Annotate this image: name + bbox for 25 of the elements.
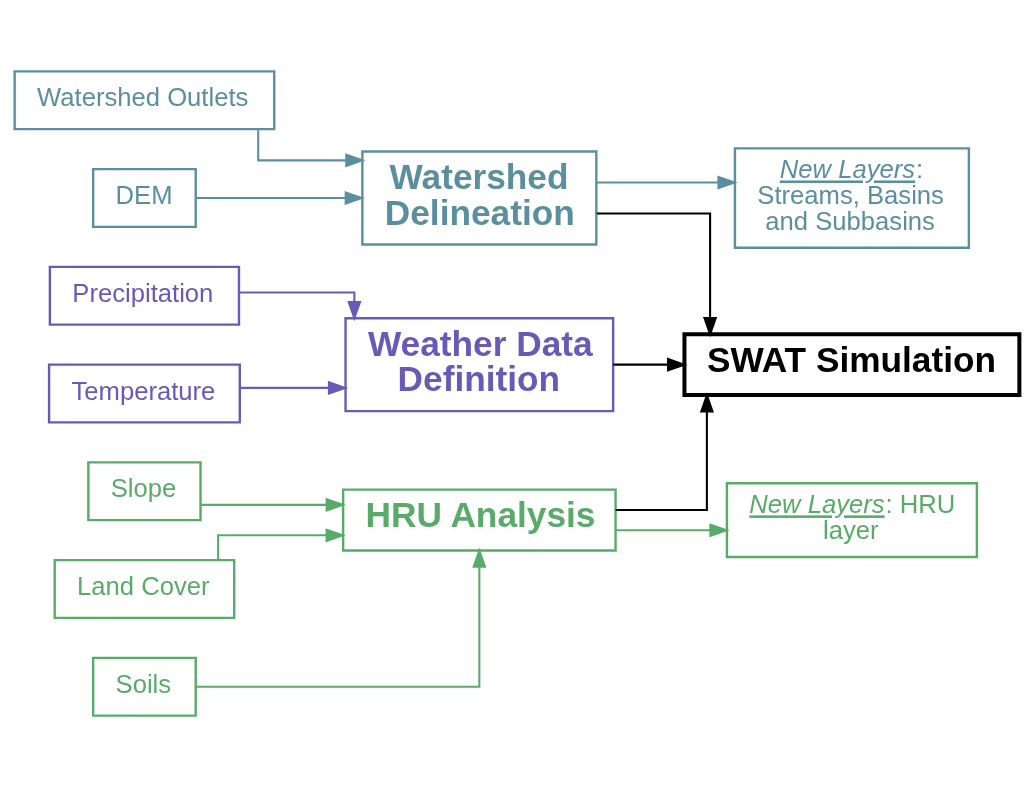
node-box: HRU Analysis (341, 487, 617, 552)
node-box: Watershed Delineation (361, 149, 598, 246)
node-box: Watershed Outlets (13, 69, 276, 130)
node-box: DEM (91, 167, 197, 228)
node-box: Land Cover (53, 558, 236, 619)
arrow (196, 190, 365, 205)
arrow (239, 380, 349, 395)
arrow (257, 129, 366, 167)
node-box: SWAT Simulation (682, 331, 1022, 397)
arrow (615, 522, 730, 537)
arrow (201, 497, 346, 512)
arrow (613, 357, 688, 372)
node-box: Weather Data Definition (344, 316, 615, 412)
node-box: Precipitation (48, 265, 241, 326)
arrow (217, 527, 346, 560)
node-box: New Layers: Streams, Basins and Subbasins (733, 146, 971, 249)
arrow (596, 211, 718, 337)
node-box: New Layers: HRU layer (725, 481, 979, 558)
arrow (239, 291, 362, 321)
node-box: Slope (87, 460, 202, 521)
node-box: Soils (91, 656, 197, 717)
arrow (596, 174, 738, 190)
arrow (196, 547, 487, 688)
node-box: Temperature (47, 362, 241, 424)
arrow (615, 391, 714, 511)
